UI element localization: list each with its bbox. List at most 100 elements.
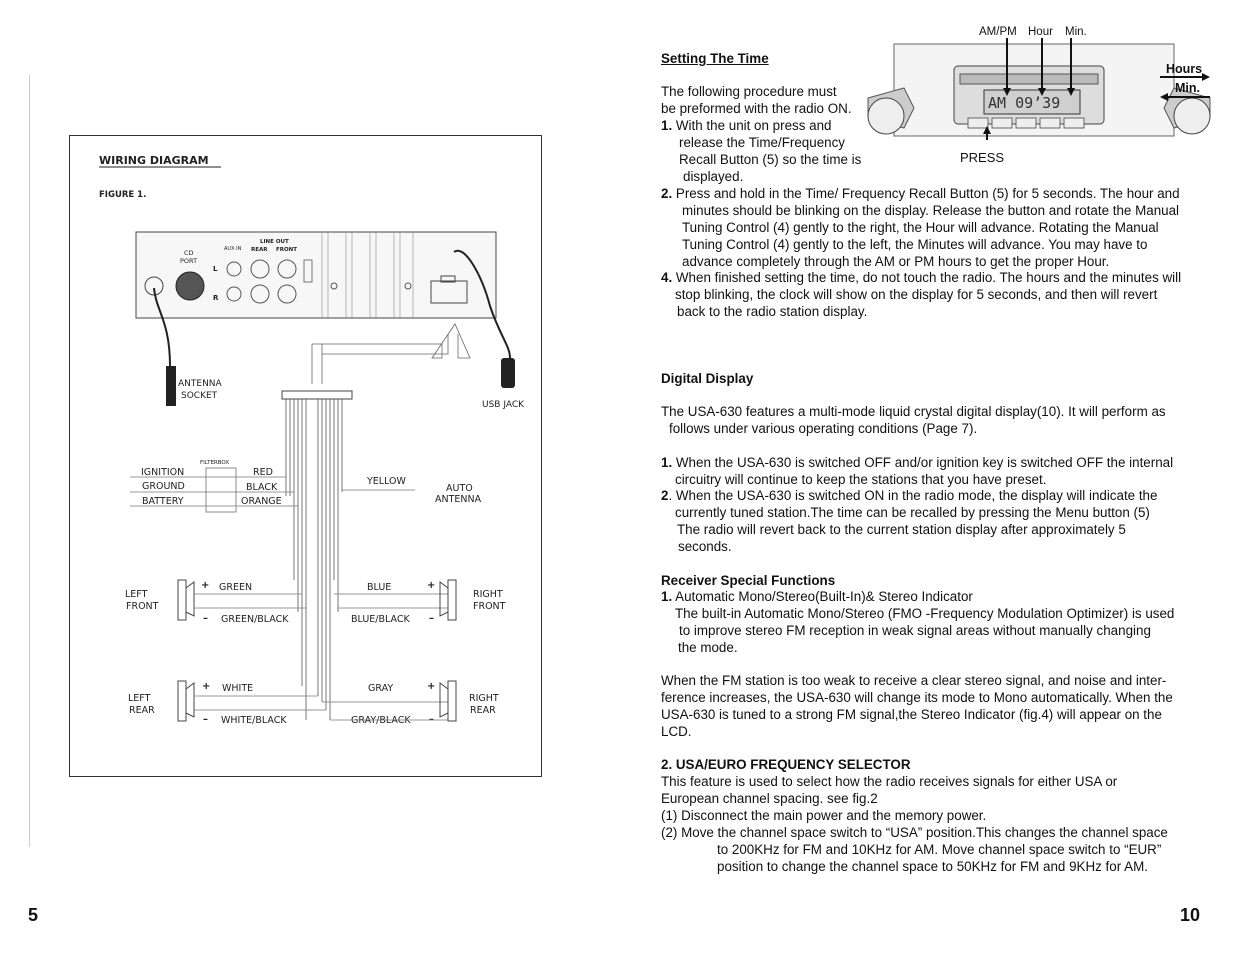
svg-text:REAR: REAR <box>251 247 268 253</box>
text-line: LCD. <box>661 724 692 739</box>
svg-text:–: – <box>429 714 434 725</box>
text-line: (2) Move the channel space switch to “US… <box>661 825 1168 840</box>
text-line: the mode. <box>678 640 738 655</box>
step-4: 4. When finished setting the time, do no… <box>661 270 1182 285</box>
text-line: USA-630 is tuned to a strong FM signal,t… <box>661 707 1162 722</box>
svg-text:GREEN: GREEN <box>219 582 252 593</box>
text-line: be preformed with the radio ON. <box>661 101 852 116</box>
wiring-diagram-figure: WIRING DIAGRAM FIGURE 1. CD PORT L R AUX… <box>69 135 542 777</box>
svg-text:ANTENNA: ANTENNA <box>435 494 482 505</box>
text-line: back to the radio station display. <box>677 304 868 319</box>
right-front-speaker <box>439 579 457 621</box>
svg-text:YELLOW: YELLOW <box>366 476 407 487</box>
svg-text:FRONT: FRONT <box>126 601 159 612</box>
min-side-label: Min. <box>1175 81 1200 95</box>
svg-text:–: – <box>203 714 208 725</box>
text-line: minutes should be blinking on the displa… <box>682 203 1180 218</box>
svg-text:R: R <box>213 294 219 302</box>
text-line: stop blinking, the clock will show on th… <box>675 287 1158 302</box>
text-line: circuitry will continue to keep the stat… <box>675 472 1047 487</box>
svg-text:LEFT: LEFT <box>128 693 151 704</box>
svg-text:+: + <box>201 580 209 591</box>
text-line: to 200KHz for FM and 10KHz for AM. Move … <box>717 842 1162 857</box>
text-line: Tuning Control (4) gently to the left, t… <box>682 237 1148 252</box>
antenna-plug <box>166 366 176 406</box>
text-line: to improve stereo FM reception in weak s… <box>679 623 1151 638</box>
svg-text:–: – <box>203 613 208 624</box>
svg-text:BLUE: BLUE <box>367 582 391 593</box>
svg-text:SOCKET: SOCKET <box>181 391 218 401</box>
filter-box <box>205 467 237 513</box>
svg-text:IGNITION: IGNITION <box>141 467 184 478</box>
step-2: 2. Press and hold in the Time/ Frequency… <box>661 186 1180 201</box>
hours-side-label: Hours <box>1166 62 1203 76</box>
svg-text:BLACK: BLACK <box>246 482 278 493</box>
svg-text:LEFT: LEFT <box>125 589 148 600</box>
right-rear-speaker <box>439 680 457 722</box>
text-line: The following procedure must <box>661 84 837 99</box>
svg-text:GROUND: GROUND <box>142 481 185 492</box>
text-line: Tuning Control (4) gently to the right, … <box>682 220 1159 235</box>
text-line: release the Time/Frequency <box>679 135 845 150</box>
svg-text:FRONT: FRONT <box>276 247 297 253</box>
wiring-diagram-svg: WIRING DIAGRAM FIGURE 1. CD PORT L R AUX… <box>99 154 525 726</box>
svg-text:+: + <box>427 681 435 692</box>
svg-text:BLUE/BLACK: BLUE/BLACK <box>351 614 410 625</box>
display-item-2: 2. When the USA-630 is switched ON in th… <box>661 488 1158 503</box>
svg-text:RED: RED <box>253 467 273 478</box>
svg-text:AUTO: AUTO <box>446 483 473 494</box>
text-line: displayed. <box>683 169 744 184</box>
text-line: When the FM station is too weak to recei… <box>661 673 1167 688</box>
figure-label: FIGURE 1. <box>99 190 146 200</box>
left-front-speaker <box>177 579 195 621</box>
radio-illustration: AM 09’39 <box>867 38 1211 140</box>
min-label: Min. <box>1065 26 1087 38</box>
svg-text:RIGHT: RIGHT <box>473 589 503 600</box>
text-line: (1) Disconnect the main power and the me… <box>661 808 987 823</box>
press-label: PRESS <box>960 150 1005 165</box>
text-line: European channel spacing. see fig.2 <box>661 791 878 806</box>
text-line: The radio will revert back to the curren… <box>677 522 1126 537</box>
usb-plug <box>501 358 515 388</box>
page-number-left: 5 <box>28 905 39 925</box>
text-line: ference increases, the USA-630 will chan… <box>661 690 1173 705</box>
ampm-label: AM/PM <box>979 26 1017 38</box>
svg-text:+: + <box>427 580 435 591</box>
svg-text:WHITE/BLACK: WHITE/BLACK <box>221 715 287 726</box>
svg-text:BATTERY: BATTERY <box>142 496 184 507</box>
freq-selector-heading: 2. USA/EURO FREQUENCY SELECTOR <box>661 757 911 772</box>
text-line: The built-in Automatic Mono/Stereo (FMO … <box>675 606 1175 621</box>
digital-display-heading: Digital Display <box>661 371 754 386</box>
page-divider-line <box>29 75 30 847</box>
svg-text:ORANGE: ORANGE <box>241 496 282 507</box>
text-line: seconds. <box>678 539 732 554</box>
receiver-item-1: 1. Automatic Mono/Stereo(Built-In)& Ster… <box>661 589 973 604</box>
radio-display-text: AM 09’39 <box>988 94 1060 112</box>
text-line: This feature is used to select how the r… <box>661 774 1118 789</box>
svg-text:WHITE: WHITE <box>222 683 253 694</box>
text-line: The USA-630 features a multi-mode liquid… <box>661 404 1166 419</box>
hour-label: Hour <box>1028 26 1053 38</box>
svg-text:REAR: REAR <box>470 705 496 716</box>
text-line: follows under various operating conditio… <box>669 421 978 436</box>
page-number-right: 10 <box>1180 905 1201 925</box>
text-line: advance completely through the AM or PM … <box>682 254 1110 269</box>
svg-text:FILTERBOX: FILTERBOX <box>200 460 229 466</box>
step-1: 1. With the unit on press and <box>661 118 832 133</box>
antenna-port <box>144 276 164 296</box>
svg-text:GREEN/BLACK: GREEN/BLACK <box>221 614 289 625</box>
cd-port-connector <box>175 271 205 301</box>
svg-text:FRONT: FRONT <box>473 601 506 612</box>
text-line: currently tuned station.The time can be … <box>675 505 1150 520</box>
svg-text:L: L <box>213 265 218 273</box>
svg-text:GRAY/BLACK: GRAY/BLACK <box>351 715 411 726</box>
svg-text:REAR: REAR <box>129 705 155 716</box>
svg-text:AUX IN: AUX IN <box>224 246 242 252</box>
svg-text:USB JACK: USB JACK <box>482 400 525 410</box>
svg-text:GRAY: GRAY <box>368 683 393 694</box>
setting-time-heading: Setting The Time <box>661 51 769 66</box>
text-line: Recall Button (5) so the time is <box>679 152 862 167</box>
svg-text:+: + <box>202 681 210 692</box>
text-line: position to change the channel space to … <box>717 859 1148 874</box>
svg-text:LINE OUT: LINE OUT <box>260 239 289 245</box>
